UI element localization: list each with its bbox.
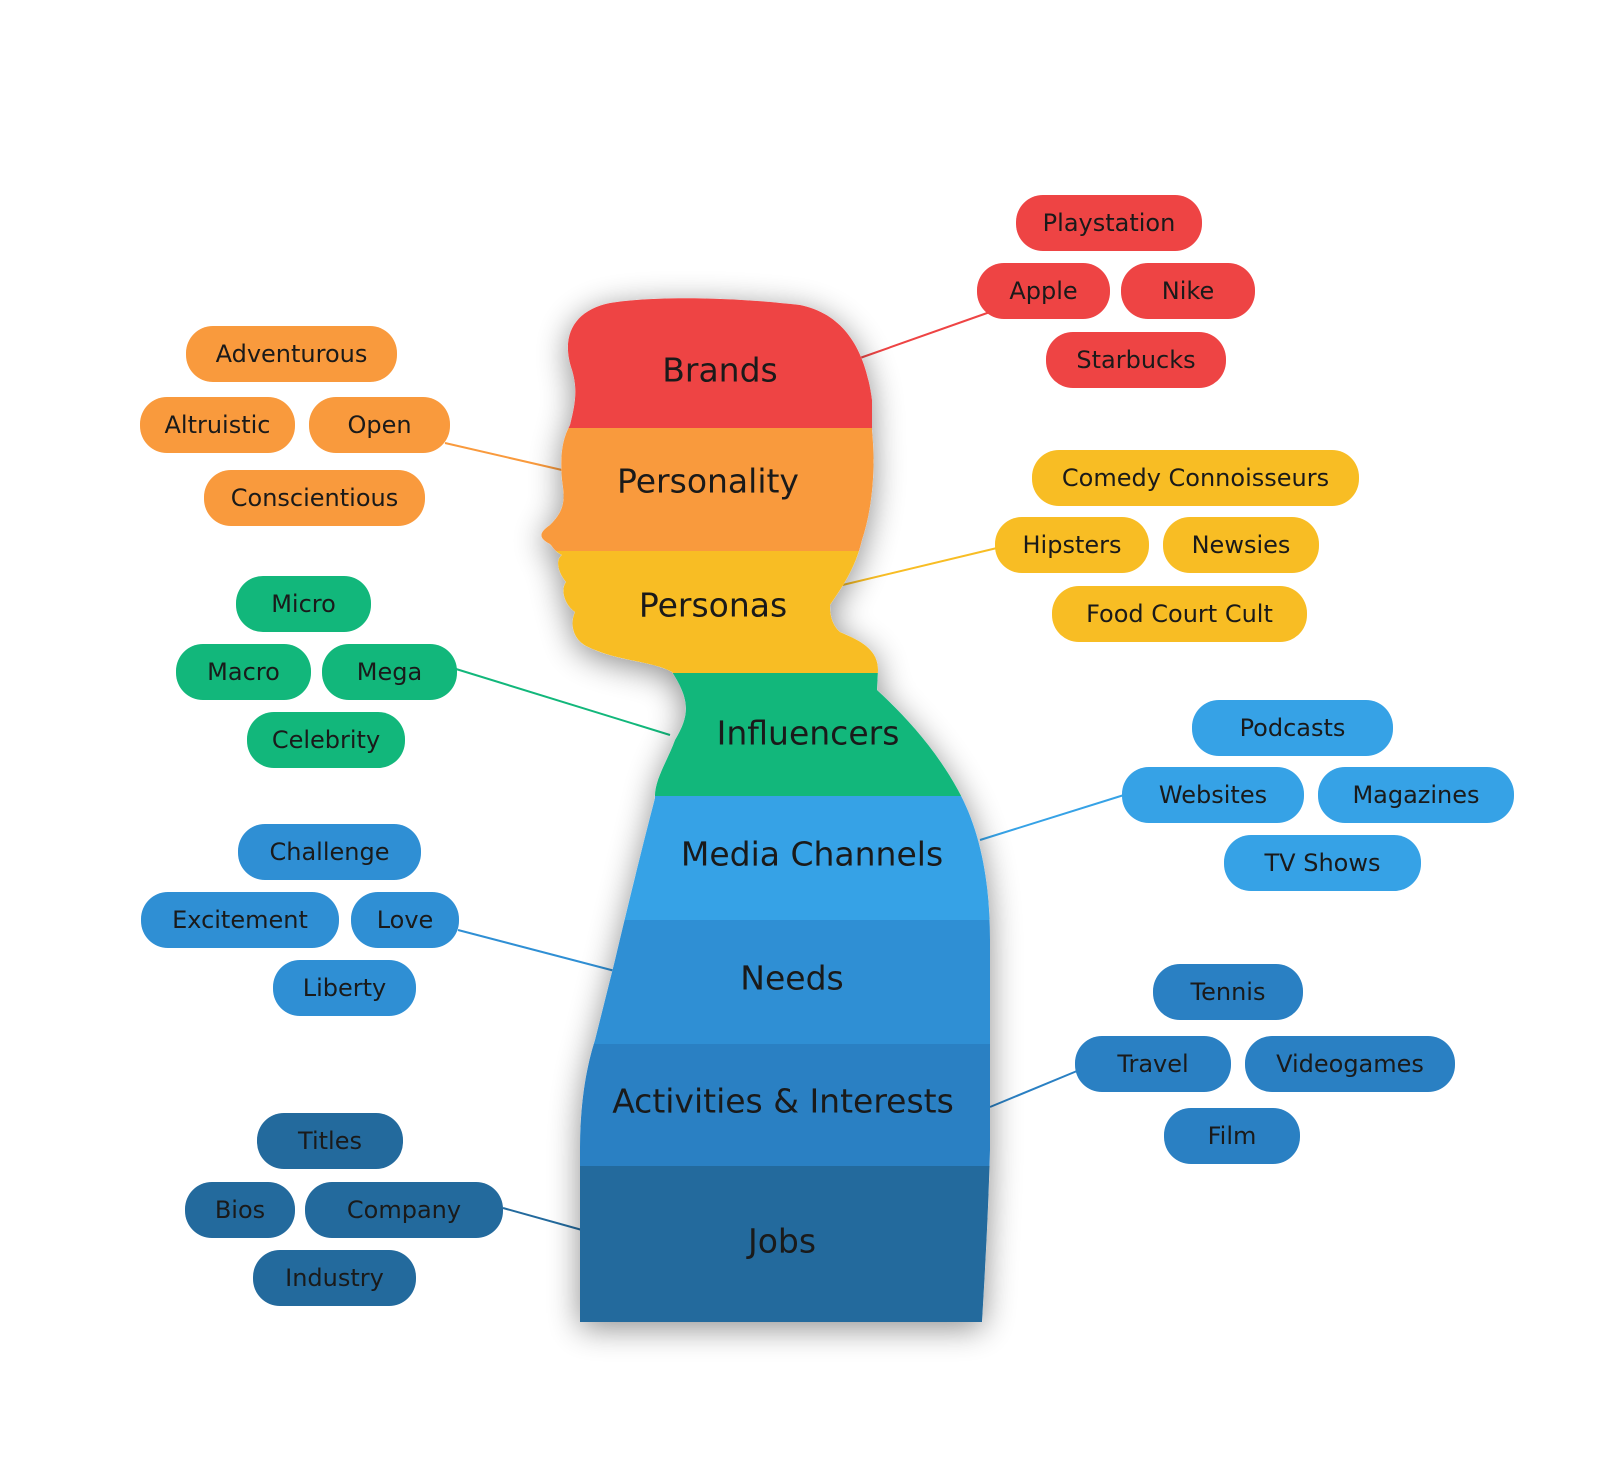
connector-brands — [859, 311, 991, 359]
tag-influencers-celebrity: Celebrity — [247, 712, 405, 768]
tag-personas-newsies: Newsies — [1163, 517, 1319, 573]
tag-brands-playstation: Playstation — [1016, 195, 1202, 251]
band-label-personas: Personas — [639, 586, 787, 625]
connector-needs — [457, 929, 616, 972]
tag-jobs-company: Company — [305, 1182, 503, 1238]
band-label-jobs: Jobs — [746, 1222, 816, 1261]
band-activities — [541, 1044, 990, 1166]
tag-brands-apple: Apple — [977, 263, 1110, 319]
tag-influencers-macro: Macro — [176, 644, 311, 700]
tag-media_channels-magazines: Magazines — [1318, 767, 1514, 823]
tag-personas-comedy-connoisseurs: Comedy Connoisseurs — [1032, 450, 1359, 506]
tag-activities-tennis: Tennis — [1153, 964, 1303, 1020]
tag-activities-videogames: Videogames — [1245, 1036, 1455, 1092]
tag-needs-love: Love — [351, 892, 459, 948]
tag-influencers-mega: Mega — [322, 644, 457, 700]
silhouette-bands — [541, 298, 990, 1322]
tag-media_channels-websites: Websites — [1122, 767, 1304, 823]
tag-activities-travel: Travel — [1075, 1036, 1231, 1092]
band-label-media_channels: Media Channels — [681, 835, 943, 874]
band-label-needs: Needs — [740, 959, 843, 998]
connector-lines — [444, 311, 1125, 1231]
tag-needs-excitement: Excitement — [141, 892, 339, 948]
tag-personality-adventurous: Adventurous — [186, 326, 397, 382]
connector-media_channels — [979, 794, 1125, 841]
tag-personality-conscientious: Conscientious — [204, 470, 425, 526]
tag-personas-hipsters: Hipsters — [995, 517, 1149, 573]
connector-personality — [444, 442, 563, 471]
band-label-personality: Personality — [617, 462, 799, 501]
tag-activities-film: Film — [1164, 1108, 1300, 1164]
tag-brands-nike: Nike — [1121, 263, 1255, 319]
tag-needs-liberty: Liberty — [273, 960, 416, 1016]
tag-jobs-titles: Titles — [257, 1113, 403, 1169]
band-jobs — [541, 1166, 990, 1322]
connector-activities — [989, 1070, 1078, 1108]
tag-media_channels-tv-shows: TV Shows — [1224, 835, 1421, 891]
tag-needs-challenge: Challenge — [238, 824, 421, 880]
band-label-activities: Activities & Interests — [612, 1082, 954, 1121]
connector-jobs — [502, 1207, 583, 1231]
band-label-brands: Brands — [662, 351, 777, 390]
tag-jobs-industry: Industry — [253, 1250, 416, 1306]
tag-media_channels-podcasts: Podcasts — [1192, 700, 1393, 756]
connector-personas — [829, 547, 998, 589]
band-labels: BrandsPersonalityPersonasInfluencersMedi… — [612, 351, 954, 1261]
tag-brands-starbucks: Starbucks — [1046, 332, 1226, 388]
tag-personality-open: Open — [309, 397, 450, 453]
band-label-influencers: Influencers — [717, 714, 900, 753]
tag-influencers-micro: Micro — [236, 576, 371, 632]
tag-personality-altruistic: Altruistic — [140, 397, 295, 453]
connector-influencers — [455, 668, 671, 736]
tag-jobs-bios: Bios — [185, 1182, 295, 1238]
tag-personas-food-court-cult: Food Court Cult — [1052, 586, 1307, 642]
